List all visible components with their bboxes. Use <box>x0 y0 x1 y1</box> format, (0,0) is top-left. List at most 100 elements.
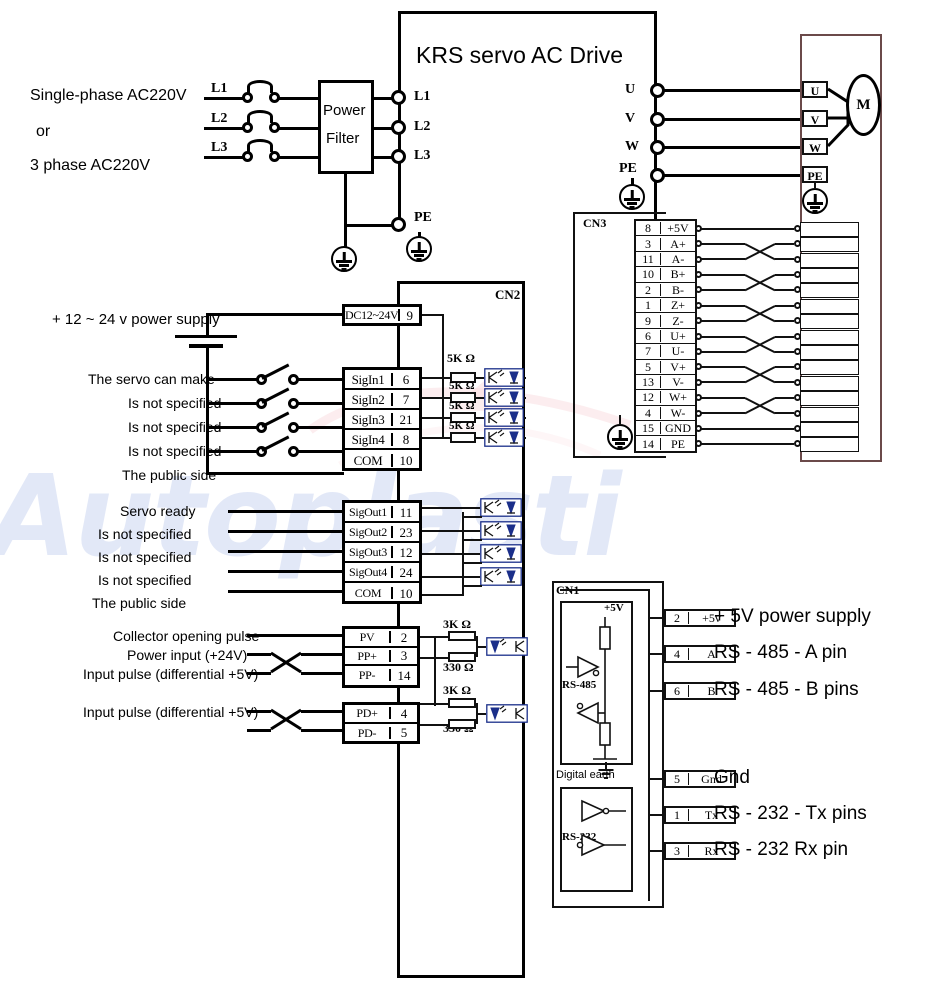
cn2-pulse-terminal-a-pin-0: 2 <box>400 629 408 645</box>
wire-l2-right <box>279 127 320 130</box>
cn2-pulse-terminal-a-name-0: PV <box>345 631 391 644</box>
switch-contact-l3-left <box>242 151 253 162</box>
cn3-wire-seg-l-11-1 <box>701 412 745 415</box>
cn3-name-9: V+ <box>670 359 686 374</box>
cn2-output-desc-1: Servo ready <box>120 503 196 519</box>
wire-v-to-motor <box>664 118 804 121</box>
motor-terminal-w: W <box>802 138 828 155</box>
cn2-output-terminal-name-4: COM <box>345 587 393 599</box>
input-resistor-1 <box>450 392 476 403</box>
cn1-terminal-lead-4 <box>648 814 666 816</box>
input-opto-wire-mid-1 <box>476 397 484 399</box>
pulse-wire-pp-a1 <box>247 653 271 656</box>
switch-arc-l2 <box>247 110 273 123</box>
pulse-wire-pd-a1 <box>247 710 271 713</box>
cn3-twist-5 <box>744 305 776 323</box>
cn3-wire-terminal-left-4 <box>695 286 702 293</box>
cn3-wire-seg-l-1-0 <box>701 243 745 245</box>
output-common-branch-0 <box>462 516 482 518</box>
cn1-terminal-lead-5 <box>648 850 666 852</box>
encoder-row-7 <box>800 330 859 345</box>
cn3-name-0: +5V <box>667 221 689 236</box>
cn3-pin-4: 2 <box>636 283 661 296</box>
switch-contact-l3-right <box>269 151 280 162</box>
cn3-pin-13: 15 <box>636 422 661 435</box>
cn2-pulse-desc-1: Collector opening pulse <box>113 628 260 644</box>
cn2-output-desc-2: Is not specified <box>98 526 192 542</box>
cn3-wire-seg-l-3-1 <box>701 289 745 292</box>
cn1-pin-1: 4 <box>666 648 689 660</box>
cn2-pulse-terminal-a-name-1: PP+ <box>345 649 391 662</box>
drive-terminal-label-w: W <box>625 139 639 154</box>
encoder-row-10 <box>800 376 859 391</box>
cn3-title: CN3 <box>583 216 607 230</box>
cn3-wire-straight-14 <box>701 443 794 445</box>
input-switch-wire-left-0 <box>206 378 258 381</box>
power-filter-label-line2: Filter <box>326 130 360 147</box>
cn3-wire-seg-l-7-1 <box>701 351 745 354</box>
drive-terminal-w <box>650 140 665 155</box>
cn1-name-3: Gnd <box>701 772 722 786</box>
battery-symbol <box>175 335 237 357</box>
cn2-output-desc-5: The public side <box>92 595 187 611</box>
pulse-wire-pd-b1 <box>247 729 271 732</box>
input-resistor-3 <box>450 432 476 443</box>
cn1-name-2: B <box>707 684 716 698</box>
power-filter-label-line1: Power <box>323 102 366 119</box>
cn2-input-desc-2: Is not specified <box>128 395 222 411</box>
input-optocoupler-3 <box>484 428 524 447</box>
input-opto-wire-in-3 <box>422 437 450 439</box>
cn2-pulse-terminal-a-name-2: PP- <box>345 669 391 682</box>
cn1-terminal-lead-3 <box>648 778 666 780</box>
wire-l2-left <box>204 127 244 130</box>
pulse-wire-pv <box>247 634 344 637</box>
input-switch-wire-right-2 <box>298 426 344 429</box>
cn1-pin-0: 2 <box>666 612 689 624</box>
cn2-output-terminal-name-1: SigOut2 <box>345 526 393 538</box>
cn3-wire-seg-l-3-0 <box>701 274 745 276</box>
cn2-input-terminal-pin-4: 10 <box>399 452 413 468</box>
rs485-label: RS-485 <box>562 679 597 691</box>
input-switch-contact-left-1 <box>256 398 267 409</box>
ac-source-label-line1: Single-phase AC220V <box>30 87 187 104</box>
pulse-resistor-330-a <box>448 652 476 662</box>
cn3-pin-7: 6 <box>636 329 661 342</box>
input-resistor-label-1: 5K Ω <box>449 380 475 392</box>
cn3-wire-straight-13 <box>701 428 794 430</box>
switch-contact-l1-right <box>269 92 280 103</box>
cn3-name-3: B+ <box>670 267 686 282</box>
output-signal-wire-1 <box>228 530 344 533</box>
input-opto-wire-out-3 <box>524 437 526 439</box>
pulse-resistor-label-3k-1: 3K Ω <box>443 617 471 631</box>
cn2-input-terminal-pin-3: 8 <box>402 431 410 447</box>
cn2-pulse-terminal-b-name-0: PD+ <box>345 707 391 720</box>
pulse-resistor-label-330-1: 330 Ω <box>443 660 474 674</box>
cn1-pin-5: 3 <box>666 845 689 857</box>
drive-terminal-v <box>650 112 665 127</box>
output-signal-wire-4 <box>228 590 344 593</box>
cn2-output-terminal-name-2: SigOut3 <box>345 546 393 558</box>
cn3-wire-seg-r-5-1 <box>775 320 794 323</box>
input-opto-wire-out-1 <box>524 397 526 399</box>
cn1-internal-bus <box>648 589 650 901</box>
cn3-twist-9 <box>744 366 776 384</box>
input-switch-blade-3 <box>261 435 290 452</box>
cn1-description-1: RS - 485 - A pin <box>714 642 848 663</box>
